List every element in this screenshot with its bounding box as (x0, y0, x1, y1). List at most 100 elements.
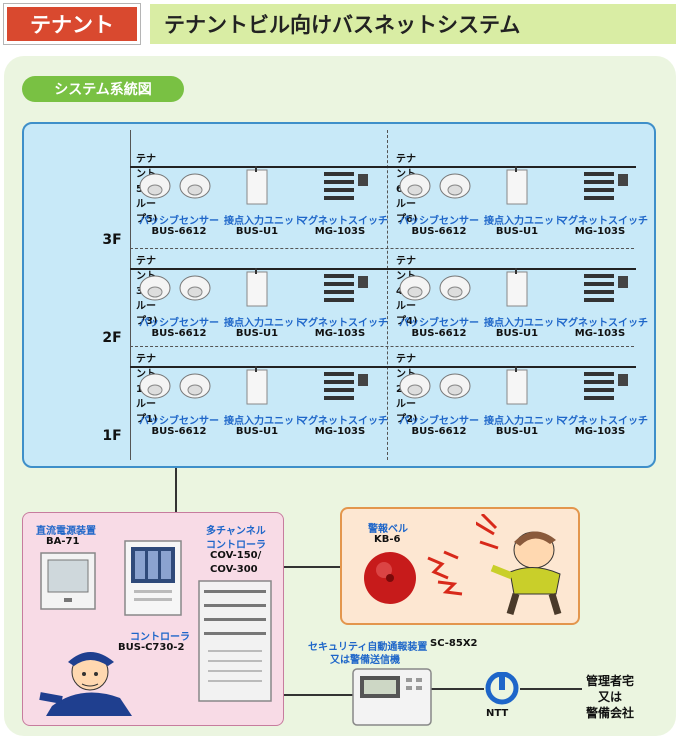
sensor-model: BUS-6612 (411, 426, 467, 437)
passive-sensor-icon (179, 275, 211, 301)
contact-unit-icon (506, 366, 528, 405)
contact-unit-model: BUS-U1 (495, 328, 539, 339)
passive-sensor-icon (179, 373, 211, 399)
sensor-model: BUS-6612 (411, 328, 467, 339)
wire-to-ntt (430, 688, 484, 690)
contact-unit-icon (246, 366, 268, 405)
tenant-device-group: パッシブセンサー BUS-6612 接点入力ユニット BUS-U1 マグネットス… (390, 166, 648, 246)
ntt-logo-icon (485, 672, 519, 705)
floor-label-3f: 3F (102, 232, 122, 248)
wire-building-to-controllers (175, 468, 177, 514)
magnet-switch-name: マグネットスイッチ (298, 416, 388, 427)
sensor-model: BUS-6612 (411, 226, 467, 237)
contact-unit-name: 接点入力ユニット (224, 416, 304, 427)
power-unit-model: BA-71 (46, 536, 80, 547)
magnet-switch-model: MG-103S (314, 426, 366, 437)
sensor-name: パッシブセンサー (139, 318, 219, 329)
magnet-switch-name: マグネットスイッチ (558, 318, 648, 329)
multi-channel-controller-device (198, 580, 272, 702)
contact-unit-model: BUS-U1 (235, 226, 279, 237)
multi-controller-model-1: COV-150/ (210, 550, 262, 561)
magnet-switch-model: MG-103S (314, 328, 366, 339)
magnet-switch-icon (584, 274, 628, 302)
ntt-label: NTT (486, 708, 509, 719)
floor-label-2f: 2F (102, 330, 122, 346)
magnet-switch-name: マグネットスイッチ (558, 416, 648, 427)
contact-unit-icon (506, 166, 528, 205)
passive-sensor-icon (399, 173, 431, 199)
sensor-name: パッシブセンサー (399, 216, 479, 227)
sensor-model: BUS-6612 (151, 226, 207, 237)
building-system-block (22, 122, 656, 468)
contact-unit-name: 接点入力ユニット (484, 318, 564, 329)
contact-unit-icon (246, 268, 268, 307)
security-unit-model: SC-85X2 (430, 638, 478, 649)
contact-unit-name: 接点入力ユニット (224, 318, 304, 329)
surprised-person-illustration (476, 514, 562, 616)
magnet-switch-icon (584, 372, 628, 400)
contact-unit-name: 接点入力ユニット (484, 416, 564, 427)
floor-label-1f: 1F (102, 428, 122, 444)
guard-illustration (39, 652, 132, 716)
tenant-device-group: パッシブセンサー BUS-6612 接点入力ユニット BUS-U1 マグネットス… (130, 268, 388, 348)
sensor-model: BUS-6612 (151, 426, 207, 437)
magnet-switch-model: MG-103S (574, 328, 626, 339)
magnet-switch-icon (324, 172, 368, 200)
tenant-device-group: パッシブセンサー BUS-6612 接点入力ユニット BUS-U1 マグネットス… (130, 366, 388, 446)
contact-unit-name: 接点入力ユニット (224, 216, 304, 227)
sensor-name: パッシブセンサー (399, 416, 479, 427)
contact-unit-icon (506, 268, 528, 307)
tenant-device-group: パッシブセンサー BUS-6612 接点入力ユニット BUS-U1 マグネットス… (130, 166, 388, 246)
sensor-model: BUS-6612 (151, 328, 207, 339)
passive-sensor-icon (439, 275, 471, 301)
passive-sensor-icon (399, 373, 431, 399)
sensor-name: パッシブセンサー (139, 416, 219, 427)
magnet-switch-icon (324, 372, 368, 400)
page-title: テナントビル向けバスネットシステム (150, 4, 676, 44)
magnet-switch-name: マグネットスイッチ (558, 216, 648, 227)
manager-line-1: 管理者宅 (586, 674, 635, 688)
security-unit-name-2: 又は警備送信機 (330, 655, 400, 666)
controller-name: コントローラ (130, 632, 190, 643)
magnet-switch-name: マグネットスイッチ (298, 216, 388, 227)
header-badge: テナント (4, 4, 140, 44)
wire-to-security-unit (284, 694, 360, 696)
passive-sensor-icon (439, 173, 471, 199)
tenant-device-group: パッシブセンサー BUS-6612 接点入力ユニット BUS-U1 マグネットス… (390, 268, 648, 348)
multi-controller-name-1: 多チャンネル (206, 526, 266, 537)
alarm-bell-name: 警報ベル (368, 524, 408, 535)
power-unit-device (40, 552, 96, 610)
contact-unit-model: BUS-U1 (235, 328, 279, 339)
alarm-bell-model: KB-6 (374, 534, 401, 545)
sensor-name: パッシブセンサー (139, 216, 219, 227)
contact-unit-icon (246, 166, 268, 205)
tenant-divider (387, 130, 388, 460)
security-unit-name-1: セキュリティ自動通報装置 (308, 642, 428, 653)
magnet-switch-model: MG-103S (314, 226, 366, 237)
manager-line-2: 又は (598, 690, 623, 704)
magnet-switch-icon (324, 274, 368, 302)
magnet-switch-icon (584, 172, 628, 200)
contact-unit-model: BUS-U1 (235, 426, 279, 437)
passive-sensor-icon (139, 275, 171, 301)
bus-line (130, 268, 636, 270)
contact-unit-name: 接点入力ユニット (484, 216, 564, 227)
floor-separator (130, 346, 634, 347)
passive-sensor-icon (399, 275, 431, 301)
controller-device (124, 540, 182, 616)
floor-separator (130, 248, 634, 249)
magnet-switch-name: マグネットスイッチ (298, 318, 388, 329)
power-unit-name: 直流電源装置 (36, 526, 96, 537)
passive-sensor-icon (439, 373, 471, 399)
wire-to-manager (520, 688, 582, 690)
multi-controller-name-2: コントローラ (206, 540, 266, 551)
multi-controller-model-2: COV-300 (210, 564, 258, 575)
ringing-mark-icon (427, 550, 463, 596)
controller-model: BUS-C730-2 (118, 642, 185, 653)
passive-sensor-icon (139, 373, 171, 399)
passive-sensor-icon (139, 173, 171, 199)
wire-to-alarm-bell (284, 566, 340, 568)
contact-unit-model: BUS-U1 (495, 226, 539, 237)
bus-line (130, 166, 636, 168)
section-label: システム系統図 (22, 76, 184, 102)
